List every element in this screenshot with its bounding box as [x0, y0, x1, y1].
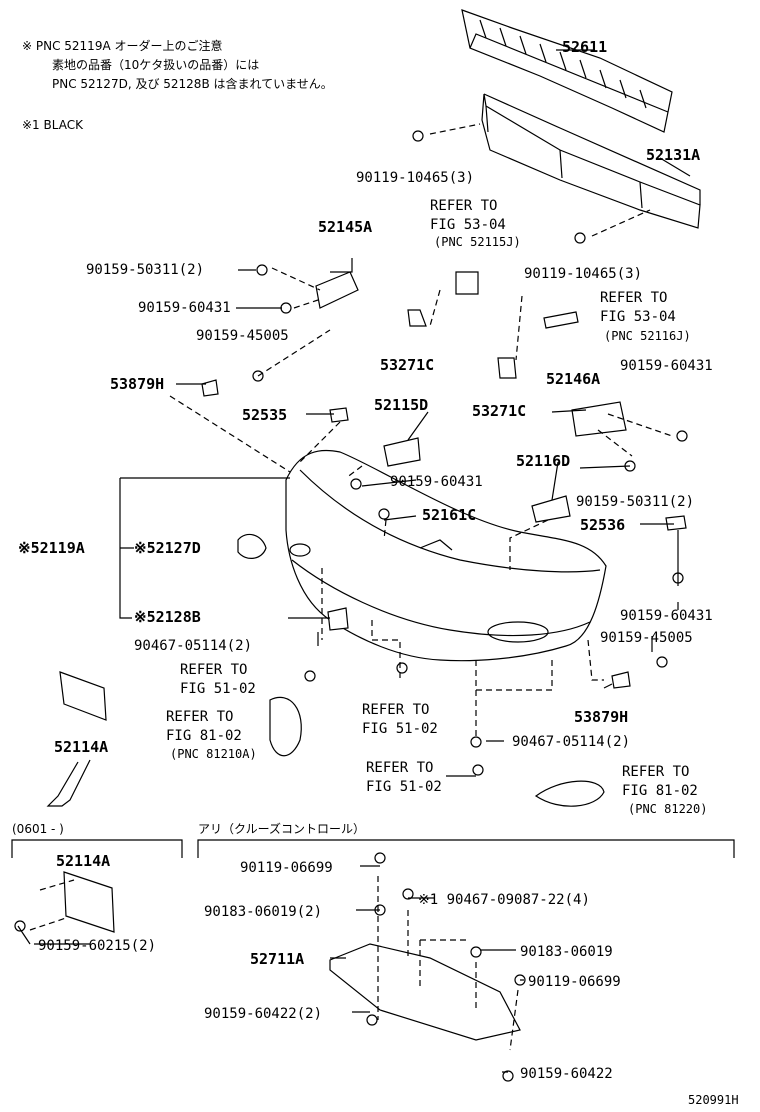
- label-refer-51-02-c-1: REFER TO: [366, 760, 433, 776]
- impact-absorber-part: [461, 9, 673, 133]
- section-brackets: [11, 759, 735, 858]
- label-refer-81-02-b-3: (PNC 81220): [628, 802, 707, 816]
- label-refer-53-04-b-3: (PNC 52116J): [604, 329, 691, 343]
- label-90119-06699-b: 90119-06699: [528, 974, 621, 990]
- label-90159-50311-b: 90159-50311(2): [576, 494, 694, 510]
- black-note: ※1 BLACK: [22, 118, 83, 132]
- label-90183-06019-a: 90183-06019(2): [204, 904, 322, 920]
- label-refer-51-02-c-2: FIG 51-02: [366, 779, 442, 795]
- label-90119-10465-b: 90119-10465(3): [524, 266, 642, 282]
- label-refer-51-02-b-1: REFER TO: [362, 702, 429, 718]
- label-52115D: 52115D: [374, 396, 428, 414]
- label-refer-53-04-a-3: (PNC 52115J): [434, 235, 521, 249]
- label-53271C-a: 53271C: [380, 356, 434, 374]
- label-52119A: ※52119A: [18, 539, 85, 557]
- label-90159-45005-a: 90159-45005: [196, 328, 289, 344]
- label-90119-06699-a: 90119-06699: [240, 860, 333, 876]
- label-refer-53-04-a-2: FIG 53-04: [430, 217, 506, 233]
- label-refer-81-02-a-2: FIG 81-02: [166, 728, 242, 744]
- label-90159-60431-d: 90159-60431: [620, 608, 713, 624]
- label-90183-06019-b: 90183-06019: [520, 944, 613, 960]
- label-52128B: ※52128B: [134, 608, 201, 626]
- bumper-reinforcement-part: [481, 93, 701, 229]
- label-90119-10465-a: 90119-10465(3): [356, 170, 474, 186]
- label-refer-51-02-a-2: FIG 51-02: [180, 681, 256, 697]
- front-bumper-cover-part: [285, 449, 607, 662]
- label-90159-60431-a: 90159-60431: [138, 300, 231, 316]
- section-option-period: (0601 - ): [12, 822, 64, 836]
- label-90159-50311-a: 90159-50311(2): [86, 262, 204, 278]
- leader-lines: [17, 49, 691, 1073]
- label-53879H-a: 53879H: [110, 375, 164, 393]
- label-refer-81-02-b-1: REFER TO: [622, 764, 689, 780]
- caution-note-line-3: PNC 52127D, 及び 52128B は含まれていません。: [52, 77, 333, 91]
- label-90467-05114-a: 90467-05114(2): [134, 638, 252, 654]
- label-refer-81-02-b-2: FIG 81-02: [622, 783, 698, 799]
- label-52145A: 52145A: [318, 218, 372, 236]
- label-refer-51-02-b-2: FIG 51-02: [362, 721, 438, 737]
- label-90159-60431-c: 90159-60431: [390, 474, 483, 490]
- label-53271C-b: 53271C: [472, 402, 526, 420]
- label-refer-53-04-a-1: REFER TO: [430, 198, 497, 214]
- label-90159-60431-b: 90159-60431: [620, 358, 713, 374]
- label-52131A: 52131A: [646, 146, 700, 164]
- label-refer-53-04-b-2: FIG 53-04: [600, 309, 676, 325]
- dashed-connectors: [29, 123, 673, 1051]
- figure-id: 520991H: [688, 1093, 739, 1107]
- label-refer-51-02-a-1: REFER TO: [180, 662, 247, 678]
- label-52536: 52536: [580, 516, 625, 534]
- part-labels: 52611 52131A 90119-10465(3) REFER TO FIG…: [18, 38, 739, 1107]
- label-90159-45005-b: 90159-45005: [600, 630, 693, 646]
- label-90159-60422-b: 90159-60422: [520, 1066, 613, 1082]
- label-52114A-a: 52114A: [54, 738, 108, 756]
- label-90467-09087: ※1 90467-09087-22(4): [418, 892, 590, 908]
- label-refer-81-02-a-1: REFER TO: [166, 709, 233, 725]
- label-53879H-b: 53879H: [574, 708, 628, 726]
- label-52611: 52611: [562, 38, 607, 56]
- label-52146A: 52146A: [546, 370, 600, 388]
- caution-note-line-1: ※ PNC 52119A オーダー上のご注意: [22, 39, 223, 53]
- label-52127D: ※52127D: [134, 539, 201, 557]
- fastener-glyphs: [14, 130, 688, 1082]
- label-90467-05114-b: 90467-05114(2): [512, 734, 630, 750]
- caution-note-line-2: 素地の品番（10ケタ扱いの品番）には: [52, 58, 260, 72]
- label-90159-60215: 90159-60215(2): [38, 938, 156, 954]
- label-refer-81-02-a-3: (PNC 81210A): [170, 747, 257, 761]
- label-52535: 52535: [242, 406, 287, 424]
- label-90159-60422-a: 90159-60422(2): [204, 1006, 322, 1022]
- label-52116D: 52116D: [516, 452, 570, 470]
- label-52711A: 52711A: [250, 950, 304, 968]
- section-cruise-control: アリ（クルーズコントロール）: [198, 822, 366, 836]
- label-refer-53-04-b-1: REFER TO: [600, 290, 667, 306]
- label-52161C: 52161C: [422, 506, 476, 524]
- label-52114A-b: 52114A: [56, 852, 110, 870]
